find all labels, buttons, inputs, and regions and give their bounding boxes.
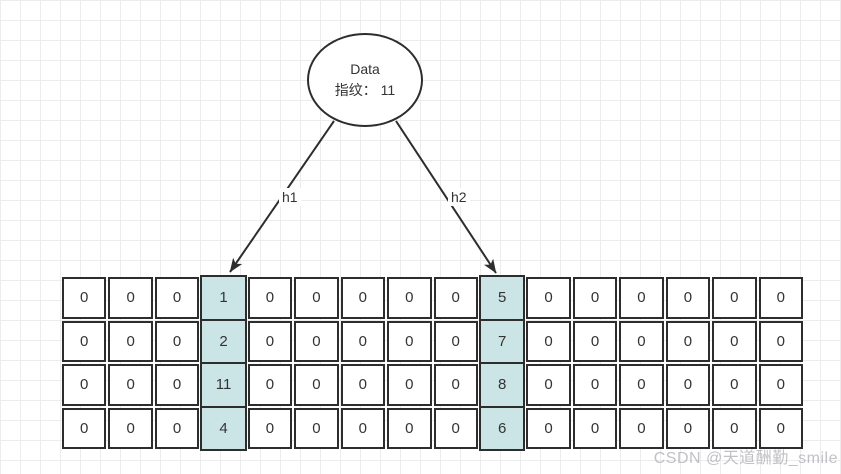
bucket-cell: 0 xyxy=(526,364,571,406)
bucket-cell: 0 xyxy=(665,277,711,319)
bucket-cell: 0 xyxy=(247,277,293,319)
bucket-cell: 0 xyxy=(108,320,153,362)
bucket-cell-highlighted: 5 xyxy=(478,275,526,321)
bucket-cell: 0 xyxy=(619,407,664,449)
bucket-cell: 0 xyxy=(154,320,200,362)
bucket-cell-highlighted: 7 xyxy=(478,318,526,364)
node-subtitle: 指纹： 11 xyxy=(334,82,396,98)
edge-h2-arrow xyxy=(395,120,497,274)
bucket-cell: 0 xyxy=(247,320,293,362)
bucket-cell-highlighted: 11 xyxy=(200,362,247,408)
bucket-cell: 0 xyxy=(572,320,618,362)
bucket-cell: 0 xyxy=(62,320,107,362)
bucket-cell-highlighted: 1 xyxy=(200,275,247,321)
bucket-cell: 0 xyxy=(572,407,618,449)
bucket-cell: 0 xyxy=(387,364,432,406)
bucket-cell: 0 xyxy=(619,277,664,319)
bucket-cell-highlighted: 8 xyxy=(478,362,526,408)
bucket-cell: 0 xyxy=(526,407,571,449)
bucket-cell: 0 xyxy=(758,364,803,406)
bucket-cell: 0 xyxy=(619,364,664,406)
bucket-cell: 0 xyxy=(712,320,757,362)
bucket-cell: 0 xyxy=(433,407,478,449)
bucket-cell: 0 xyxy=(294,277,339,319)
node-title: Data xyxy=(350,61,380,77)
bucket-cell: 0 xyxy=(294,320,339,362)
bucket-cell: 0 xyxy=(526,320,571,362)
bucket-cell: 0 xyxy=(340,320,386,362)
edge-label-h2: h2 xyxy=(448,188,470,206)
bucket-cell: 0 xyxy=(758,407,803,449)
bucket-cell: 0 xyxy=(526,277,571,319)
bucket-cell: 0 xyxy=(665,407,711,449)
bucket-cell: 0 xyxy=(712,364,757,406)
bucket-cell: 0 xyxy=(294,407,339,449)
bucket-cell: 0 xyxy=(108,364,153,406)
bucket-cell: 0 xyxy=(665,320,711,362)
bucket-cell: 0 xyxy=(572,364,618,406)
bucket-cell: 0 xyxy=(433,277,478,319)
bucket-cell: 0 xyxy=(387,320,432,362)
bucket-cell: 0 xyxy=(340,364,386,406)
bucket-cell: 0 xyxy=(340,407,386,449)
bucket-cell: 0 xyxy=(758,320,803,362)
bucket-cell: 0 xyxy=(572,277,618,319)
edge-label-h1: h1 xyxy=(279,188,301,206)
bucket-cell-highlighted: 6 xyxy=(478,405,526,451)
bucket-cell: 0 xyxy=(108,407,153,449)
watermark: CSDN @天道酬勤_smile xyxy=(653,450,838,467)
bucket-cell: 0 xyxy=(387,277,432,319)
bucket-cell: 0 xyxy=(712,407,757,449)
bucket-cell: 0 xyxy=(247,407,293,449)
bucket-cell: 0 xyxy=(712,277,757,319)
bucket-cell: 0 xyxy=(433,364,478,406)
data-node[interactable]: Data 指纹： 11 xyxy=(307,33,423,127)
bucket-cell: 0 xyxy=(294,364,339,406)
bucket-cell: 0 xyxy=(108,277,153,319)
bucket-cell: 0 xyxy=(758,277,803,319)
bucket-cell: 0 xyxy=(247,364,293,406)
bucket-cell: 0 xyxy=(154,277,200,319)
bucket-cell: 0 xyxy=(62,277,107,319)
bucket-cell: 0 xyxy=(62,407,107,449)
bucket-cell: 0 xyxy=(387,407,432,449)
bucket-cell: 0 xyxy=(433,320,478,362)
bucket-cell: 0 xyxy=(665,364,711,406)
bucket-cell: 0 xyxy=(619,320,664,362)
bucket-cell: 0 xyxy=(154,364,200,406)
bucket-cell: 0 xyxy=(340,277,386,319)
bucket-cell-highlighted: 4 xyxy=(200,405,247,451)
bucket-cell: 0 xyxy=(154,407,200,449)
bucket-cell: 0 xyxy=(62,364,107,406)
bucket-cell-highlighted: 2 xyxy=(200,318,247,364)
